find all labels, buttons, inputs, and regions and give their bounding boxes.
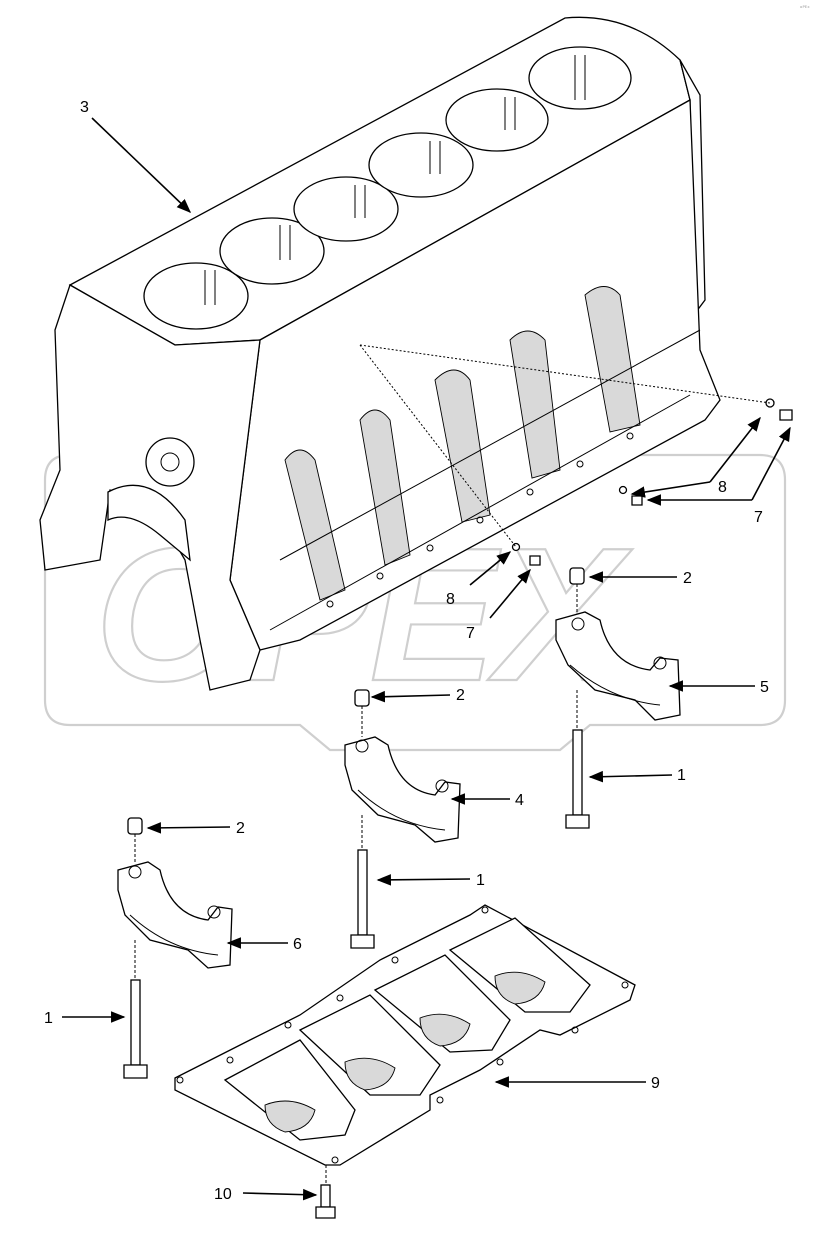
svg-text:7: 7 xyxy=(754,509,763,526)
callout-3: 3 xyxy=(80,99,192,213)
callout-5: 5 xyxy=(668,679,769,696)
callout-9: 9 xyxy=(494,1075,660,1092)
svg-text:8: 8 xyxy=(446,591,455,608)
svg-text:5: 5 xyxy=(760,679,769,696)
bearing-cap-4 xyxy=(344,689,461,949)
callout-1-left: 1 xyxy=(44,1010,126,1027)
callout-7-right: 7 xyxy=(646,426,791,526)
callout-2-top-right: 2 xyxy=(588,570,692,587)
bolt-10 xyxy=(315,1165,336,1219)
callout-1-middle: 1 xyxy=(376,872,485,889)
bed-plate xyxy=(174,904,636,1166)
cylinder-block xyxy=(39,16,721,691)
svg-text:2: 2 xyxy=(683,570,692,587)
callout-8-right: 8 xyxy=(630,416,761,498)
svg-text:6: 6 xyxy=(293,936,302,953)
callout-2-left: 2 xyxy=(146,820,245,837)
callout-2-middle: 2 xyxy=(370,687,465,704)
svg-text:3: 3 xyxy=(80,99,89,116)
callout-7-left: 7 xyxy=(466,568,531,642)
svg-text:1: 1 xyxy=(677,767,686,784)
callout-1-right: 1 xyxy=(588,767,686,784)
svg-text:2: 2 xyxy=(456,687,465,704)
svg-text:1: 1 xyxy=(476,872,485,889)
svg-text:10: 10 xyxy=(214,1186,232,1203)
svg-text:1: 1 xyxy=(44,1010,53,1027)
svg-text:7: 7 xyxy=(466,625,475,642)
callout-8-left: 8 xyxy=(446,551,512,608)
svg-text:2: 2 xyxy=(236,820,245,837)
callout-6: 6 xyxy=(226,936,302,953)
svg-text:4: 4 xyxy=(515,792,524,809)
callout-4: 4 xyxy=(450,792,524,809)
callout-10: 10 xyxy=(214,1186,318,1203)
piston-cooling-jets xyxy=(359,344,793,566)
bearing-cap-6 xyxy=(117,817,233,1079)
svg-text:8: 8 xyxy=(718,479,727,496)
svg-text:9: 9 xyxy=(651,1075,660,1092)
corner-mark: ᵒᴾᴱˣ xyxy=(800,5,810,12)
bearing-cap-5 xyxy=(555,567,681,829)
